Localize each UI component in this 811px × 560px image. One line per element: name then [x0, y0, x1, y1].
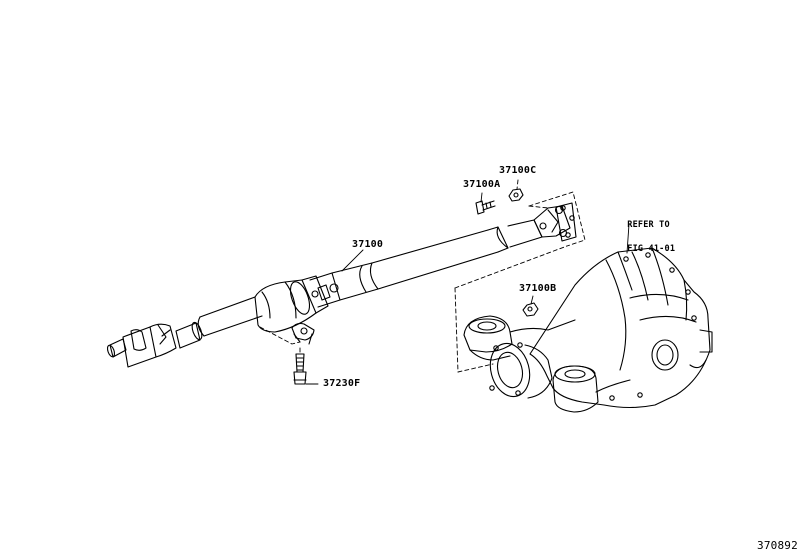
propeller-shaft — [106, 202, 577, 368]
label-37100b: 37100B — [519, 283, 557, 294]
center-bearing-bracket — [291, 322, 315, 345]
differential-carrier — [463, 247, 713, 413]
refer-to-line-2: FIG 41-01 — [627, 244, 676, 254]
bolt-37100a — [475, 200, 496, 215]
label-37100: 37100 — [352, 239, 384, 250]
refer-to-line-1: REFER TO — [627, 220, 670, 230]
label-37230f: 37230F — [323, 378, 361, 389]
nut-37100c — [508, 188, 524, 202]
refer-to-label: REFER TO FIG 41-01 — [606, 207, 675, 267]
leader-lines — [305, 192, 630, 385]
bolt-37230f — [293, 353, 307, 385]
figure-id: 370892 — [757, 539, 798, 552]
dashed-reference-lines — [259, 179, 586, 373]
label-37100c: 37100C — [499, 165, 537, 176]
label-37100a: 37100A — [463, 179, 501, 190]
nut-37100b — [522, 302, 539, 317]
